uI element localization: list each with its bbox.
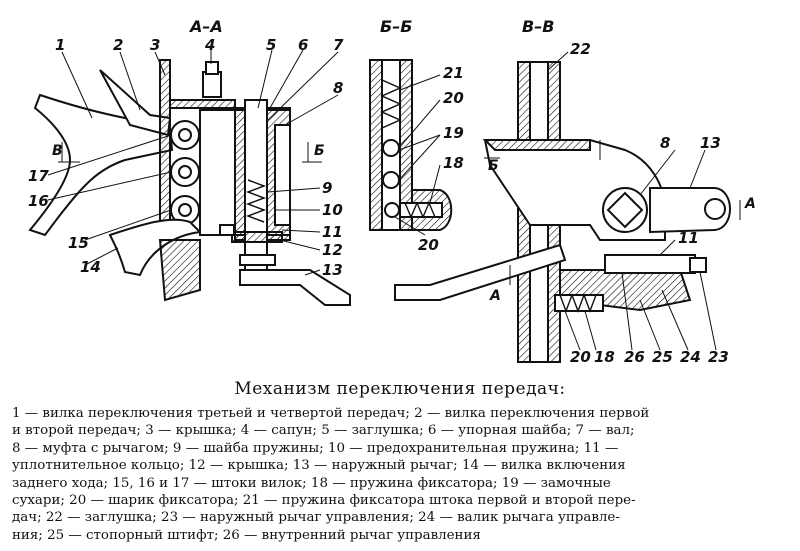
part-number: 3	[150, 36, 160, 54]
part-number: 8	[333, 79, 343, 97]
part-number: 7	[333, 36, 344, 54]
part-number: 13	[700, 134, 721, 152]
part-number: 25	[652, 348, 673, 366]
section-title-v-v: В–В	[522, 17, 554, 36]
part-number: 26	[624, 348, 645, 366]
part-number: 9	[322, 179, 332, 197]
legend-line: 8 — муфта с рычагом; 9 — шайба пружины; …	[12, 440, 619, 456]
part-number: 22	[570, 40, 591, 58]
part-number: 20	[570, 348, 591, 366]
legend-line: сухари; 20 — шарик фиксатора; 21 — пружи…	[12, 493, 636, 509]
part-number: 8	[660, 134, 670, 152]
part-number: 18	[594, 348, 615, 366]
section-title-b-b: Б–Б	[380, 17, 412, 36]
part-number: 23	[708, 348, 729, 366]
part-number: 11	[678, 229, 699, 247]
figure-caption-title: Механизм переключения передач:	[234, 379, 566, 399]
part-number: 6	[298, 36, 308, 54]
part-number: 18	[443, 154, 464, 172]
view-a-a	[28, 49, 351, 306]
part-number: 21	[443, 64, 464, 82]
legend-line: ния; 25 — стопорный штифт; 26 — внутренн…	[12, 527, 481, 543]
part-number: 17	[28, 167, 49, 185]
part-number: 15	[68, 234, 89, 252]
part-number: 20	[443, 89, 464, 107]
pointer-v: В	[52, 143, 63, 159]
part-number: 19	[443, 124, 464, 142]
legend-line: уплотнительное кольцо; 12 — крышка; 13 —…	[12, 458, 626, 474]
part-number: 11	[322, 223, 343, 241]
part-number: 24	[680, 348, 701, 366]
part-number: 1	[55, 36, 65, 54]
view-b-b	[369, 59, 453, 236]
legend-line: заднего хода; 15, 16 и 17 — штоки вилок;…	[12, 475, 611, 491]
part-number: 10	[322, 201, 343, 219]
legend-line: дач; 22 — заглушка; 23 — наружный рычаг …	[12, 510, 620, 526]
legend-line: и второй передач; 3 — крышка; 4 — сапун;…	[12, 423, 635, 439]
part-number: 16	[28, 192, 49, 210]
pointer-b-right: Б	[314, 143, 325, 159]
part-number: 4	[204, 36, 215, 54]
figure-legend: 1 — вилка переключения третьей и четверт…	[12, 405, 790, 544]
part-number: 12	[322, 241, 343, 259]
mechanism-drawing: А–А Б–Б В–В В Б Б А А 1 2 3 4 5 6 7 8 9 …	[28, 17, 756, 366]
part-number: 14	[80, 258, 101, 276]
legend-line: 1 — вилка переключения третьей и четверт…	[12, 406, 650, 421]
part-number: 2	[113, 36, 123, 54]
pointer-b-left: Б	[488, 158, 499, 174]
pointer-a-right: А	[744, 196, 756, 212]
part-number: 20	[418, 236, 439, 254]
section-title-a-a: А–А	[188, 17, 223, 36]
view-v-v	[394, 51, 741, 363]
part-number: 5	[266, 36, 276, 54]
pointer-a-bottom: А	[489, 288, 501, 304]
part-number: 13	[322, 261, 343, 279]
